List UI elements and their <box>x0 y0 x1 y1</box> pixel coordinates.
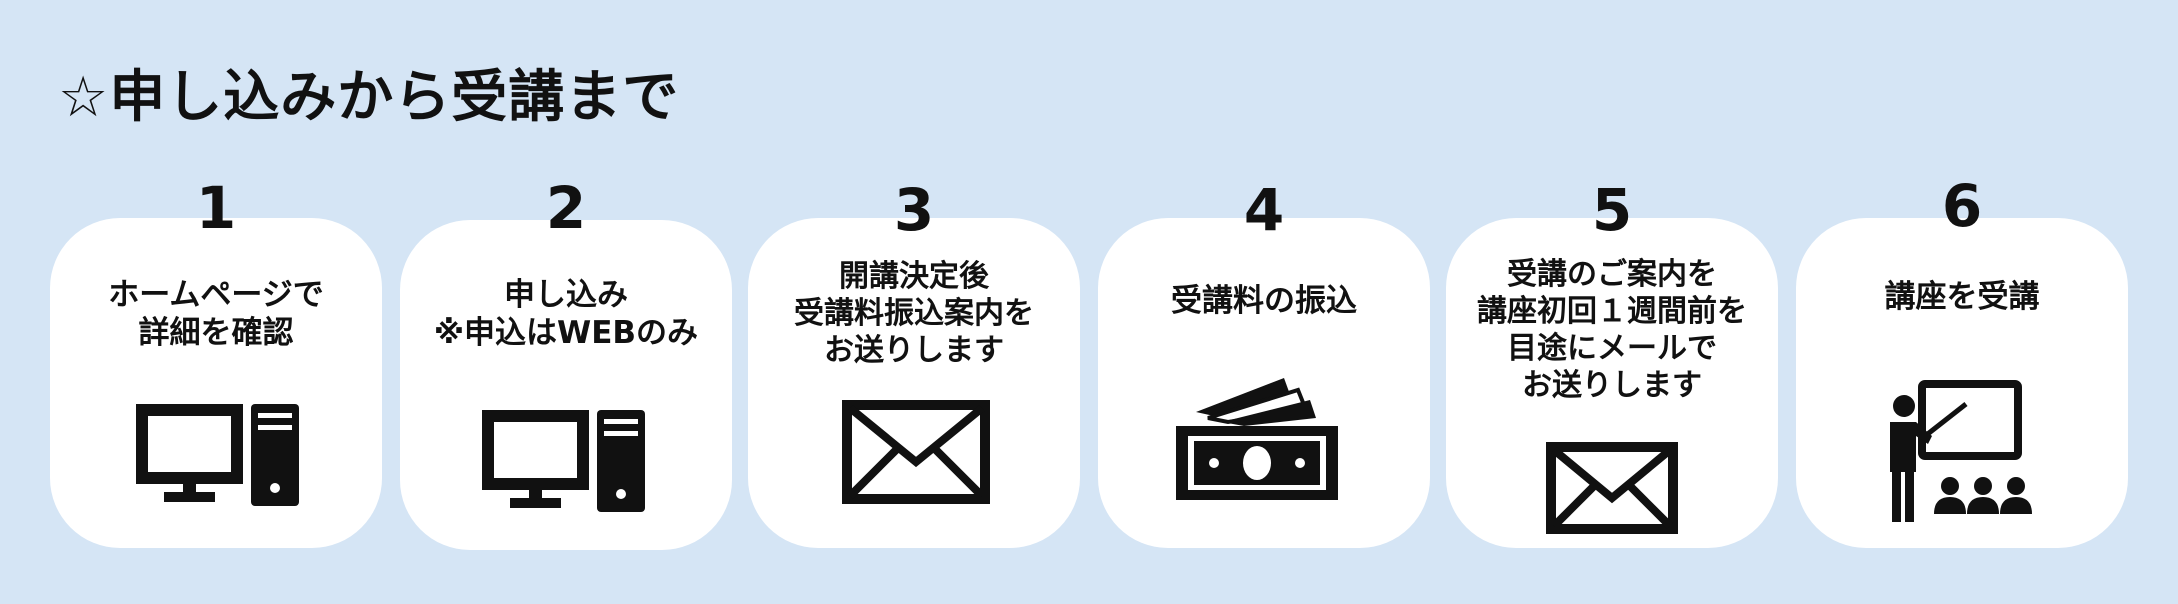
step-number: 4 <box>1243 176 1285 244</box>
envelope-icon <box>1546 442 1678 534</box>
step-card-2: 2 申し込み ※申込はWEBのみ <box>400 178 732 550</box>
step-text: 申し込み ※申込はWEBのみ <box>433 277 699 351</box>
step-card-3: 3 開講決定後 受講料振込案内を お送りします <box>748 180 1080 548</box>
step-card-4: 4 受講料の振込 <box>1098 180 1430 548</box>
step-card-5: 5 受講のご案内を 講座初回１週間前を 目途にメールで お送りします <box>1446 180 1778 548</box>
step-number: 6 <box>1941 172 1983 240</box>
step-card-6: 6 講座を受講 <box>1796 176 2128 548</box>
step-text: 講座を受講 <box>1884 279 2040 315</box>
computer-icon <box>136 404 302 508</box>
step-text: 受講料の振込 <box>1171 283 1357 319</box>
page-title: ☆申し込みから受講まで <box>58 65 680 130</box>
step-number: 1 <box>195 174 237 242</box>
step-text: ホームページで 詳細を確認 <box>108 277 324 351</box>
step-text: 開講決定後 受講料振込案内を お送りします <box>794 259 1034 368</box>
money-icon <box>1174 378 1340 502</box>
computer-icon <box>482 410 648 514</box>
step-number: 2 <box>545 174 587 242</box>
step-text: 受講のご案内を 講座初回１週間前を 目途にメールで お送りします <box>1477 257 1747 403</box>
step-number: 5 <box>1591 176 1633 244</box>
lecture-icon <box>1880 380 2040 524</box>
envelope-icon <box>842 400 990 504</box>
step-number: 3 <box>893 176 935 244</box>
step-card-1: 1 ホームページで 詳細を確認 <box>50 178 382 548</box>
